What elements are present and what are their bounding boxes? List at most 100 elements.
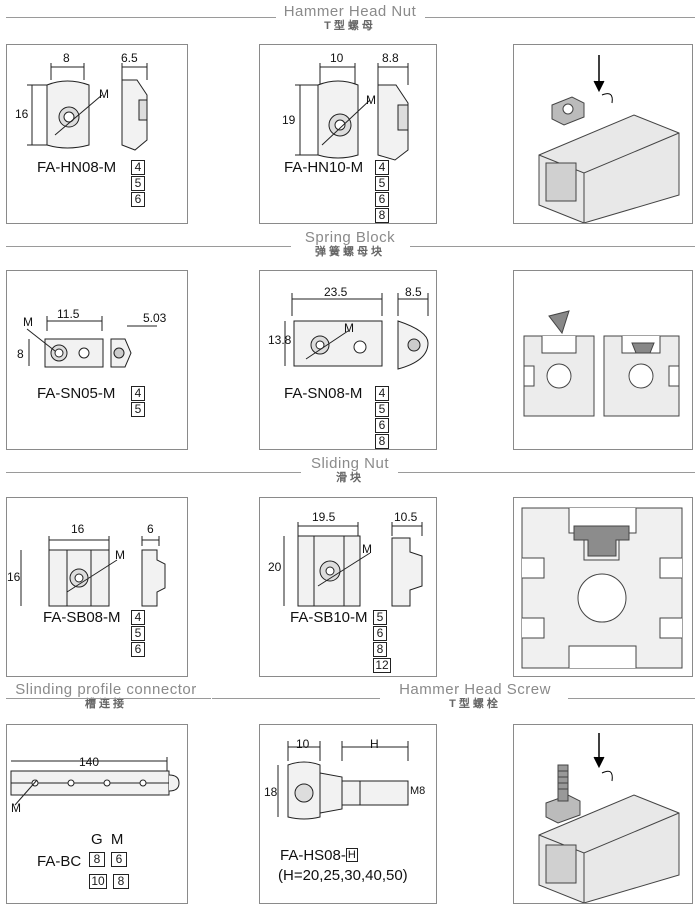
code-text: FA-HS08-: [280, 847, 346, 864]
dim-side: 6: [147, 522, 154, 536]
size-box: 4: [375, 386, 389, 401]
section-subtitle: 滑块: [336, 472, 364, 484]
dim-width: 10: [296, 737, 310, 751]
profile-image: [523, 310, 680, 417]
size-box: 4: [131, 610, 145, 625]
dim-width: 8: [63, 51, 70, 65]
section-title: Hammer Head Nut: [283, 3, 417, 20]
dim-thread: M8: [410, 785, 426, 797]
size-options: 4 5: [131, 386, 145, 418]
product-code: FA-HS08-H: [280, 847, 358, 864]
divider: [6, 17, 276, 18]
dim-thread: M: [344, 321, 354, 335]
divider: [425, 17, 695, 18]
dim-thread: M: [11, 801, 21, 815]
product-code: FA-SN05-M: [37, 385, 116, 402]
dim-thread: M: [362, 542, 372, 556]
dim-height: 13.8: [268, 333, 292, 347]
dim-width: 10: [330, 51, 344, 65]
table-cell: 8: [89, 852, 105, 867]
length-options: (H=20,25,30,40,50): [278, 867, 408, 884]
profile-image: [538, 733, 680, 903]
section-header-hammer-head-screw: Hammer Head Screw T型螺栓: [380, 681, 570, 711]
dim-length: H: [370, 737, 379, 751]
size-box: 8: [373, 642, 387, 657]
size-box: 5: [375, 176, 389, 191]
hs08-drawing: [277, 741, 409, 820]
header-g: G: [91, 831, 103, 848]
code-length-box: H: [345, 848, 358, 862]
product-panel-sn08: 23.5 8.5 13.8 M FA-SN08-M 4 5 6 8: [259, 270, 437, 450]
product-panel-hn10: 10 8.8 19 M FA-HN10-M 4 5 6 8: [259, 44, 437, 224]
assembly-illustration-sn: [513, 270, 693, 450]
profile-image: [521, 507, 683, 669]
size-box: 6: [375, 418, 389, 433]
section-subtitle: 弹簧螺母块: [315, 246, 385, 258]
divider: [398, 472, 695, 473]
section-subtitle: T型螺母: [324, 20, 376, 32]
assembly-illustration-hs: [513, 724, 693, 904]
dim-height: 8: [17, 347, 24, 361]
dim-height: 18: [264, 785, 278, 799]
size-box: 6: [375, 192, 389, 207]
sn05-drawing: [26, 316, 157, 368]
hn08-drawing: [27, 63, 148, 151]
assembly-illustration-hn: [513, 44, 693, 224]
divider: [568, 698, 695, 699]
size-box: 5: [131, 626, 145, 641]
product-panel-bc: 140 M FA-BC G M 8 6 10 8: [6, 724, 188, 904]
section-header-connector: Slinding profile connector 槽连接: [0, 681, 212, 711]
product-code: FA-HN10-M: [284, 159, 364, 176]
size-options: 5 6 8 12: [373, 610, 391, 674]
size-box: 5: [373, 610, 387, 625]
size-box: 4: [131, 386, 145, 401]
product-code: FA-BC: [37, 853, 82, 870]
size-options: 4 5 6 8: [375, 386, 389, 449]
dim-width: 11.5: [57, 307, 80, 321]
divider: [6, 698, 211, 699]
dim-width: 19.5: [312, 510, 336, 524]
product-panel-sn05: 11.5 5.03 8 M FA-SN05-M 4 5: [6, 270, 188, 450]
dim-side: 8.5: [405, 285, 422, 299]
product-code: FA-SN08-M: [284, 385, 363, 402]
section-header-hammer-head-nut: Hammer Head Nut T型螺母: [0, 3, 700, 33]
size-box: 8: [375, 434, 389, 449]
hn10-drawing: [295, 63, 409, 161]
product-code: FA-HN08-M: [37, 159, 117, 176]
product-code: FA-SB08-M: [43, 609, 121, 626]
divider: [410, 246, 695, 247]
section-title: Slinding profile connector: [15, 681, 197, 698]
dim-side: 5.03: [143, 311, 167, 325]
dim-height: 19: [282, 113, 296, 127]
size-box: 6: [131, 642, 145, 657]
section-header-sliding-nut: Sliding Nut 滑块: [0, 455, 700, 485]
size-box: 5: [131, 402, 145, 417]
dim-height: 16: [7, 570, 21, 584]
table-cell: 10: [89, 874, 107, 889]
section-title: Hammer Head Screw: [399, 681, 551, 698]
header-m: M: [110, 831, 124, 848]
section-title: Sliding Nut: [310, 455, 390, 472]
divider: [212, 698, 380, 699]
divider: [6, 246, 291, 247]
product-code: FA-SB10-M: [290, 609, 368, 626]
table-row: 10 8: [89, 874, 129, 890]
dim-height: 16: [15, 107, 29, 121]
sb08-drawing: [20, 536, 166, 607]
dim-side: 6.5: [121, 51, 138, 65]
table-row: 8 6: [89, 852, 129, 868]
product-panel-hs08: 10 H 18 M8 FA-HS08-H (H=20,25,30,40,50): [259, 724, 437, 904]
size-box: 4: [375, 160, 389, 175]
sb10-drawing: [283, 522, 423, 607]
dim-thread: M: [99, 87, 109, 101]
assembly-illustration-sb: [513, 497, 693, 677]
size-options: 4 5 6 8: [375, 160, 389, 223]
dim-thread: M: [115, 548, 125, 562]
size-box: 4: [131, 160, 145, 175]
dim-side: 8.8: [382, 51, 399, 65]
dim-thread: M: [23, 315, 33, 329]
size-box: 8: [375, 208, 389, 223]
section-title: Spring Block: [304, 229, 396, 246]
table-header: G M: [91, 831, 123, 848]
section-subtitle: 槽连接: [85, 698, 127, 710]
